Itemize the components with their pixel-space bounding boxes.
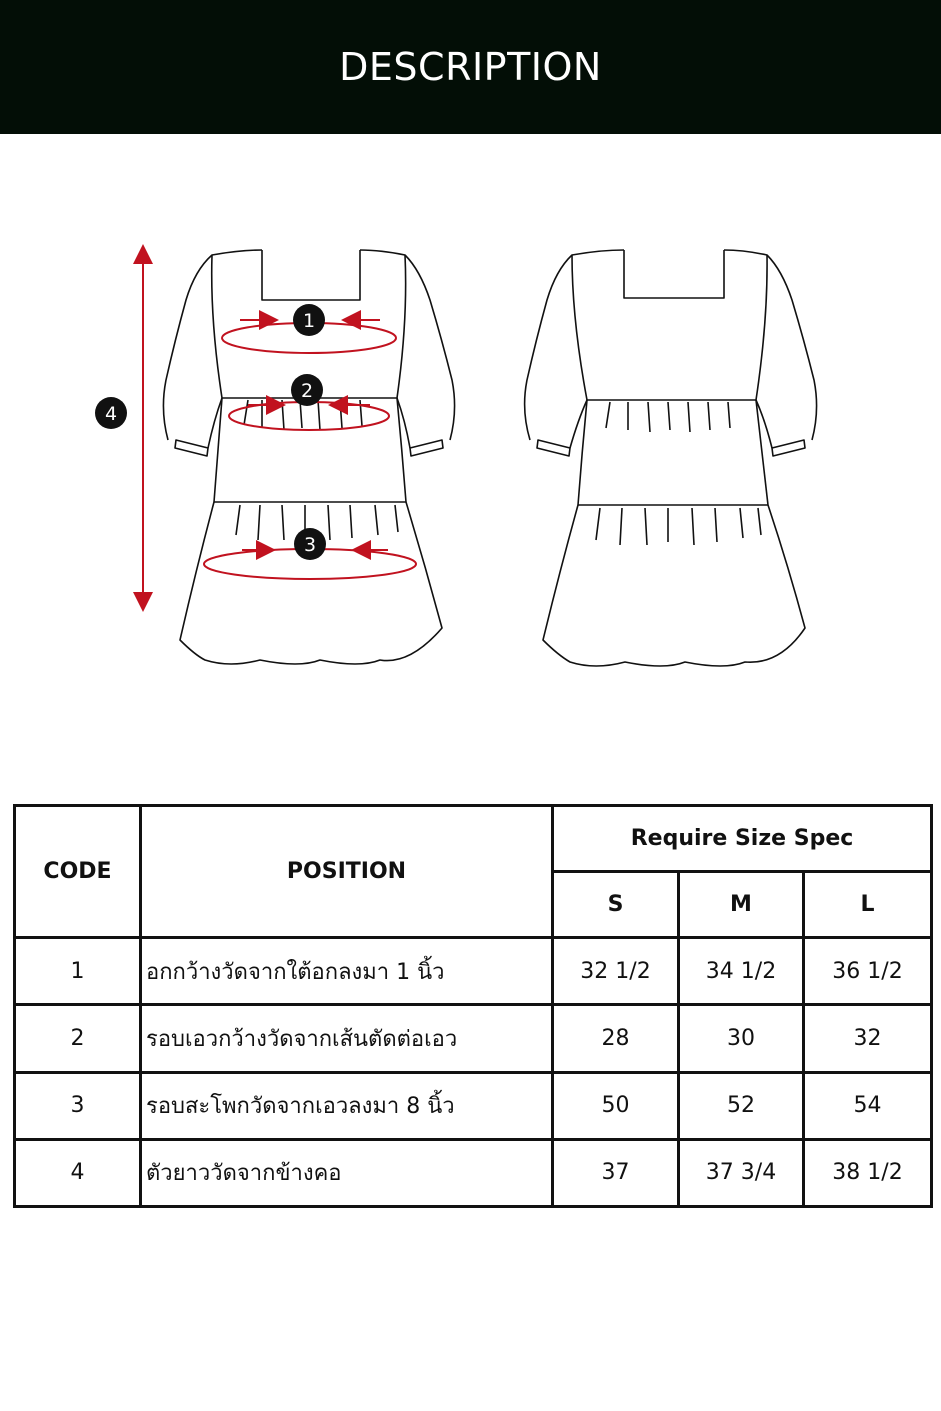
cell-code: 3 [13, 1070, 142, 1141]
badge-4: 4 [95, 397, 127, 429]
cell-size-m: 52 [677, 1070, 805, 1141]
svg-text:2: 2 [301, 380, 313, 402]
cell-size-m: 34 1/2 [677, 936, 805, 1007]
table-row: 2 รอบเอวกว้างวัดจากเส้นตัดต่อเอว 28 30 3… [13, 1003, 934, 1074]
table-row: 1 อกกว้างวัดจากใต้อกลงมา 1 นิ้ว 32 1/2 3… [13, 936, 934, 1007]
dress-back [523, 249, 818, 667]
cell-size-m: 37 3/4 [677, 1137, 805, 1209]
cell-size-l: 38 1/2 [801, 1137, 934, 1209]
header-size-spec: Require Size Spec [550, 803, 934, 874]
cell-size-m: 30 [677, 1003, 805, 1074]
table-row: 4 ตัวยาววัดจากข้างคอ 37 37 3/4 38 1/2 [13, 1137, 934, 1209]
badge-1: 1 [293, 304, 325, 336]
header-bar: DESCRIPTION [0, 0, 941, 134]
cell-size-s: 28 [551, 1003, 680, 1074]
cell-code: 1 [13, 936, 142, 1007]
header-size-s: S [551, 870, 680, 940]
measure-lines [133, 244, 417, 612]
cell-code: 4 [13, 1137, 142, 1209]
size-spec-table: CODE POSITION Require Size Spec S M L 1 … [13, 803, 934, 1209]
cell-position: อกกว้างวัดจากใต้อกลงมา 1 นิ้ว [139, 936, 554, 1007]
svg-text:4: 4 [105, 403, 117, 425]
cell-size-l: 36 1/2 [801, 936, 934, 1007]
dress-illustration: 1 2 3 4 [95, 244, 818, 667]
header-position: POSITION [139, 803, 554, 940]
header-code: CODE [13, 803, 142, 940]
table-row: 3 รอบสะโพกวัดจากเอวลงมา 8 นิ้ว 50 52 54 [13, 1070, 934, 1141]
cell-position: รอบสะโพกวัดจากเอวลงมา 8 นิ้ว [139, 1070, 554, 1141]
header-size-l: L [801, 870, 934, 940]
cell-code: 2 [13, 1003, 142, 1074]
cell-size-l: 32 [801, 1003, 934, 1074]
svg-text:1: 1 [303, 310, 315, 332]
cell-size-l: 54 [801, 1070, 934, 1141]
cell-position: ตัวยาววัดจากข้างคอ [139, 1137, 554, 1209]
header-size-m: M [677, 870, 805, 940]
page-title: DESCRIPTION [339, 45, 602, 89]
cell-position: รอบเอวกว้างวัดจากเส้นตัดต่อเอว [139, 1003, 554, 1074]
cell-size-s: 50 [551, 1070, 680, 1141]
cell-size-s: 32 1/2 [551, 936, 680, 1007]
badge-3: 3 [294, 528, 326, 560]
badge-2: 2 [291, 374, 323, 406]
svg-text:3: 3 [304, 534, 316, 556]
dress-front [162, 249, 456, 665]
cell-size-s: 37 [551, 1137, 680, 1209]
